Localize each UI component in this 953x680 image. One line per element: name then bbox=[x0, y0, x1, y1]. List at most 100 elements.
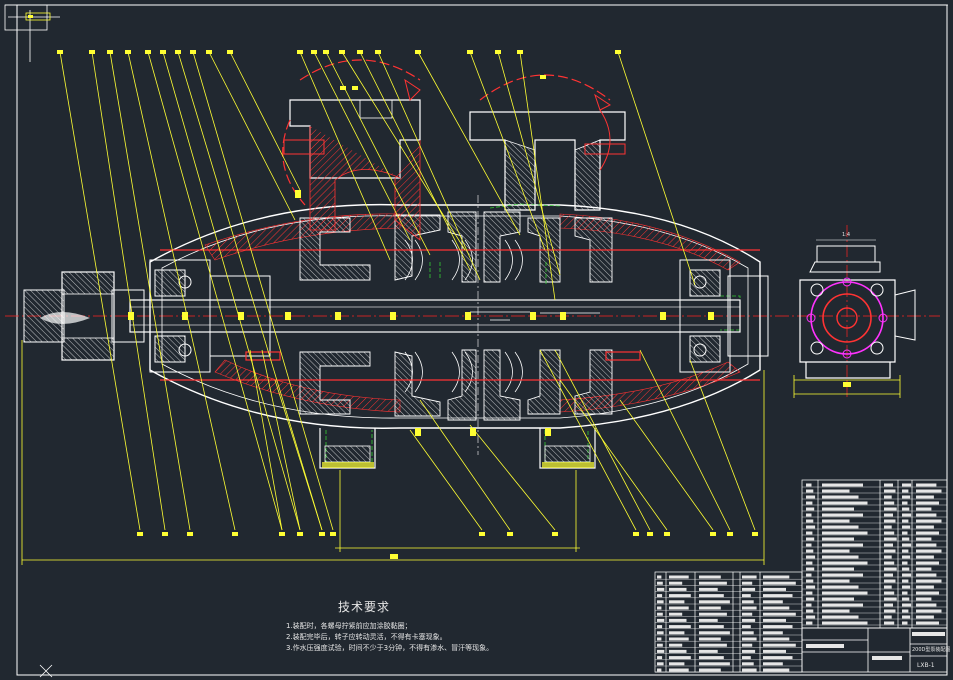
table-cell-text bbox=[822, 597, 854, 601]
table-cell-text bbox=[822, 567, 854, 571]
table-cell-text bbox=[916, 621, 939, 625]
table-cell-text bbox=[822, 609, 850, 613]
table-cell-text bbox=[806, 513, 812, 517]
table-cell-text bbox=[742, 656, 751, 660]
table-cell-text bbox=[884, 543, 893, 547]
inlet-nozzle bbox=[282, 59, 421, 241]
part-balloons-bottom bbox=[137, 532, 758, 536]
table-cell-text bbox=[669, 637, 689, 641]
table-cell-text bbox=[806, 615, 816, 619]
table-cell-text bbox=[669, 631, 685, 635]
part-leader-lines bbox=[59, 51, 756, 531]
table-cell-text bbox=[916, 615, 934, 619]
parts-list-rows bbox=[802, 483, 947, 626]
table-cell-text bbox=[884, 597, 897, 601]
table-cell-text bbox=[902, 561, 908, 565]
table-cell-text bbox=[669, 643, 683, 647]
table-cell-text bbox=[699, 581, 727, 585]
table-cell-text bbox=[669, 575, 689, 579]
table-cell-text bbox=[657, 625, 663, 629]
tech-requirement-3: 3.作水压强度试验，时间不少于3分钟，不得有渗水、冒汗等现象。 bbox=[286, 644, 494, 652]
coupling-left bbox=[23, 271, 145, 361]
table-cell-text bbox=[884, 579, 896, 583]
table-cell-text bbox=[884, 573, 893, 577]
table-cell-text bbox=[699, 600, 730, 604]
table-cell-text bbox=[822, 555, 859, 559]
table-cell-text bbox=[884, 567, 897, 571]
table-cell-text bbox=[699, 612, 727, 616]
table-cell-text bbox=[669, 649, 687, 653]
table-cell-text bbox=[822, 483, 863, 487]
table-cell-text bbox=[763, 594, 793, 598]
table-cell-text bbox=[902, 513, 912, 517]
table-cell-text bbox=[699, 618, 718, 622]
table-cell-text bbox=[916, 501, 939, 505]
table-cell-text bbox=[884, 507, 897, 511]
table-cell-text bbox=[742, 606, 757, 610]
table-cell-text bbox=[669, 600, 685, 604]
table-cell-text bbox=[822, 519, 850, 523]
end-view bbox=[793, 225, 916, 400]
table-cell-text bbox=[763, 643, 796, 647]
table-cell-text bbox=[763, 612, 796, 616]
table-cell-text bbox=[669, 612, 683, 616]
table-cell-text bbox=[902, 537, 910, 541]
table-cell-text bbox=[806, 525, 816, 529]
table-cell-text bbox=[884, 621, 895, 625]
table-cell-text bbox=[763, 581, 796, 585]
table-cell-text bbox=[742, 587, 756, 591]
table-cell-text bbox=[699, 662, 730, 666]
drawing-frame bbox=[4, 4, 948, 678]
title-block bbox=[801, 627, 948, 673]
table-cell-text bbox=[669, 625, 691, 629]
table-cell-text bbox=[884, 609, 896, 613]
table-cell-text bbox=[884, 555, 892, 559]
pump-feet bbox=[319, 428, 596, 469]
table-cell-text bbox=[916, 567, 932, 571]
table-cell-text bbox=[806, 579, 814, 583]
table-cell-text bbox=[657, 637, 662, 641]
title-block-fill bbox=[806, 644, 844, 648]
table-cell-text bbox=[916, 489, 942, 493]
table-cell-text bbox=[742, 649, 756, 653]
table-cell-text bbox=[657, 612, 663, 616]
table-cell-text bbox=[806, 501, 813, 505]
table-cell-text bbox=[806, 483, 812, 487]
table-cell-text bbox=[916, 579, 942, 583]
table-cell-text bbox=[699, 656, 724, 660]
table-cell-text bbox=[806, 543, 812, 547]
part-balloons-top bbox=[57, 50, 621, 54]
table-cell-text bbox=[806, 489, 814, 493]
table-cell-text bbox=[699, 637, 721, 641]
table-cell-text bbox=[657, 668, 662, 672]
table-cell-text bbox=[742, 594, 751, 598]
table-cell-text bbox=[806, 585, 816, 589]
table-cell-text bbox=[916, 591, 939, 595]
table-cell-text bbox=[822, 537, 854, 541]
table-cell-text bbox=[916, 519, 942, 523]
table-cell-text bbox=[902, 567, 910, 571]
table-cell-text bbox=[916, 549, 942, 553]
table-cell-text bbox=[763, 575, 790, 579]
table-cell-text bbox=[657, 575, 662, 579]
table-cell-text bbox=[822, 525, 859, 529]
table-cell-text bbox=[822, 591, 868, 595]
table-cell-text bbox=[916, 543, 937, 547]
table-cell-text bbox=[916, 585, 934, 589]
tech-requirements-title: 技术要求 bbox=[338, 600, 391, 614]
impeller-stages-lower bbox=[299, 349, 613, 421]
table-cell-text bbox=[657, 649, 665, 653]
table-cell-text bbox=[806, 549, 814, 553]
table-cell-text bbox=[822, 495, 859, 499]
table-cell-text bbox=[884, 537, 897, 541]
bearing-housing-right bbox=[679, 259, 769, 373]
table-cell-text bbox=[657, 662, 664, 666]
table-cell-text bbox=[916, 513, 937, 517]
table-cell-text bbox=[902, 597, 910, 601]
table-cell-text bbox=[902, 615, 911, 619]
table-cell-text bbox=[884, 603, 893, 607]
table-cell-text bbox=[763, 600, 783, 604]
table-cell-text bbox=[902, 483, 912, 487]
table-cell-text bbox=[742, 612, 753, 616]
table-cell-text bbox=[699, 631, 730, 635]
